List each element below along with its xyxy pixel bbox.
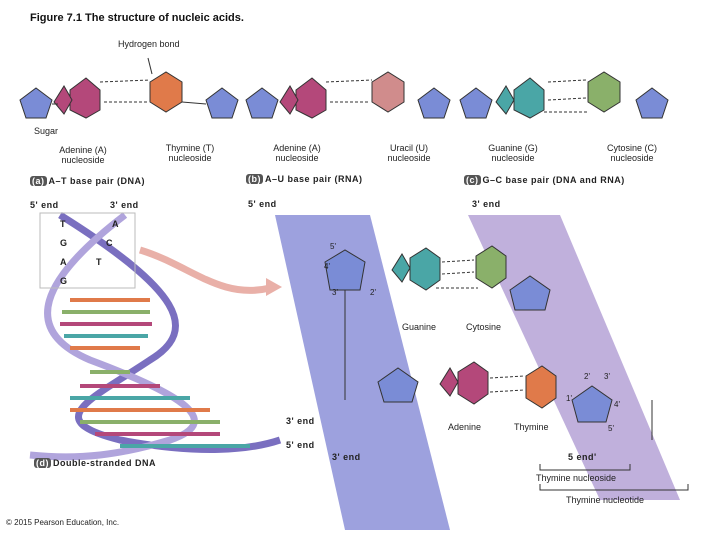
prime-label-5: 1' — [566, 394, 572, 403]
panel-c-label: (c)G–C base pair (DNA and RNA) — [464, 175, 625, 185]
panel-c-text: G–C base pair (DNA and RNA) — [482, 175, 625, 185]
uracil-ring — [371, 71, 405, 113]
ladder-base-1: T — [60, 219, 66, 229]
nucleoside-label-6: nucleoside — [610, 153, 654, 163]
nucleoside-label-4: nucleoside — [387, 153, 431, 163]
prime-label-1: 5' — [330, 242, 336, 251]
zoom-arrow-head — [266, 278, 282, 296]
cytosine-zoom-label: Cytosine — [466, 322, 502, 332]
gc-pair-diagram — [459, 71, 669, 119]
zoomed-thymine — [525, 365, 557, 409]
panel-a-letter: (a) — [30, 176, 47, 186]
ladder-base-2: A — [112, 219, 119, 229]
end-strand-5-bottom: 5' end — [286, 440, 315, 450]
guanine-5ring — [495, 85, 515, 115]
double-helix — [29, 212, 282, 461]
nucleotide-bracket — [539, 484, 689, 491]
zoomed-sugar-4 — [571, 385, 613, 423]
thymine-zoom-label: Thymine — [514, 422, 549, 432]
adenine-ring-b — [295, 77, 327, 119]
end-a-5: 5' end — [30, 200, 59, 210]
cytosine-ring — [587, 71, 621, 113]
adenine-label-1: Adenine (A) — [59, 145, 107, 155]
nucleoside-label-3: nucleoside — [275, 153, 319, 163]
prime-label-4: 2' — [370, 288, 376, 297]
panel-a-text: A–T base pair (DNA) — [48, 176, 146, 186]
prime-label-2: 4' — [324, 262, 330, 271]
panel-b-letter: (b) — [246, 174, 263, 184]
panel-b-label: (b)A–U base pair (RNA) — [246, 174, 363, 184]
panel-d-label: (d)Double-stranded DNA — [34, 458, 156, 468]
end-strand-3-bottom-left: 3' end — [332, 452, 361, 462]
adenine-zoom-label: Adenine — [448, 422, 482, 432]
uracil-label: Uracil (U) — [390, 143, 428, 153]
ladder-base-7: G — [60, 276, 68, 286]
zoomed-adenine — [457, 361, 489, 405]
thymine-ring — [149, 71, 183, 113]
adenine-label-2: Adenine (A) — [273, 143, 321, 153]
guanine-ring — [513, 77, 545, 119]
helix-base-pairs — [60, 298, 250, 448]
nucleoside-bracket — [539, 464, 631, 471]
helix-backbone-1 — [58, 212, 282, 453]
nucleoside-label-5: nucleoside — [491, 153, 535, 163]
zoom-arrow — [138, 246, 271, 294]
ladder-base-4: C — [106, 238, 113, 248]
zoomed-cytosine — [475, 245, 507, 289]
copyright-text: © 2015 Pearson Education, Inc. — [6, 518, 120, 527]
zoomed-at-pair — [377, 361, 653, 440]
thymine-nucleotide-label: Thymine nucleotide — [566, 495, 645, 505]
sugar-ring-b2 — [417, 87, 451, 119]
nucleoside-label-2: nucleoside — [168, 153, 212, 163]
adenine-ring-a1 — [69, 77, 101, 119]
prime-label-9: 5' — [608, 424, 614, 433]
ladder-base-3: G — [60, 238, 68, 248]
zoomed-sugar-1 — [324, 249, 366, 291]
end-strand-5-bottom-right: 5 end' — [568, 452, 597, 462]
ladder-base-5: A — [60, 257, 67, 267]
zoomed-guanine — [409, 247, 441, 291]
zoomed-adenine-5ring — [439, 367, 459, 397]
zoomed-guanine-5ring — [391, 253, 411, 283]
panel-b-text: A–U base pair (RNA) — [265, 174, 363, 184]
at-pair-diagram — [19, 57, 239, 119]
panel-d-text: Double-stranded DNA — [53, 458, 157, 468]
helix-backbone-2 — [29, 212, 198, 461]
nucleoside-label-1: nucleoside — [61, 155, 105, 165]
zoomed-sugar-3 — [377, 367, 419, 403]
end-strand-5-top: 5' end — [248, 199, 277, 209]
ladder-base-6: T — [96, 257, 102, 267]
adenine-5ring-b — [279, 85, 299, 115]
hydrogen-bond-label: Hydrogen bond — [118, 39, 180, 49]
sugar-ring-c2 — [635, 87, 669, 119]
sugar-ring-a1 — [19, 87, 53, 119]
zoomed-gc-pair — [324, 245, 551, 400]
prime-label-7: 3' — [604, 372, 610, 381]
thymine-label: Thymine (T) — [165, 143, 215, 153]
adenine-5ring-a1 — [53, 85, 73, 115]
sugar-label: Sugar — [34, 126, 59, 136]
guanine-label: Guanine (G) — [488, 143, 538, 153]
au-pair-diagram — [245, 71, 451, 119]
sugar-ring-b1 — [245, 87, 279, 119]
zoomed-sugar-2 — [509, 275, 551, 311]
prime-label-3: 3' — [332, 288, 338, 297]
panel-c-letter: (c) — [464, 175, 481, 185]
prime-label-8: 4' — [614, 400, 620, 409]
thymine-nucleoside-label: Thymine nucleoside — [536, 473, 617, 483]
figure-title: Figure 7.1 The structure of nucleic acid… — [30, 12, 244, 24]
prime-label-6: 2' — [584, 372, 590, 381]
cytosine-label: Cytosine (C) — [606, 143, 657, 153]
end-a-3: 3' end — [110, 200, 139, 210]
guanine-zoom-label: Guanine — [402, 322, 437, 332]
ladder-frame — [39, 212, 136, 289]
strand-band-blue — [275, 215, 450, 530]
panel-a-label: (a)A–T base pair (DNA) — [30, 176, 145, 186]
sugar-ring-c1 — [459, 87, 493, 119]
panel-d-letter: (d) — [34, 458, 51, 468]
end-strand-3-top: 3' end — [472, 199, 501, 209]
end-strand-3-bottom: 3' end — [286, 416, 315, 426]
sugar-ring-a2 — [205, 87, 239, 119]
